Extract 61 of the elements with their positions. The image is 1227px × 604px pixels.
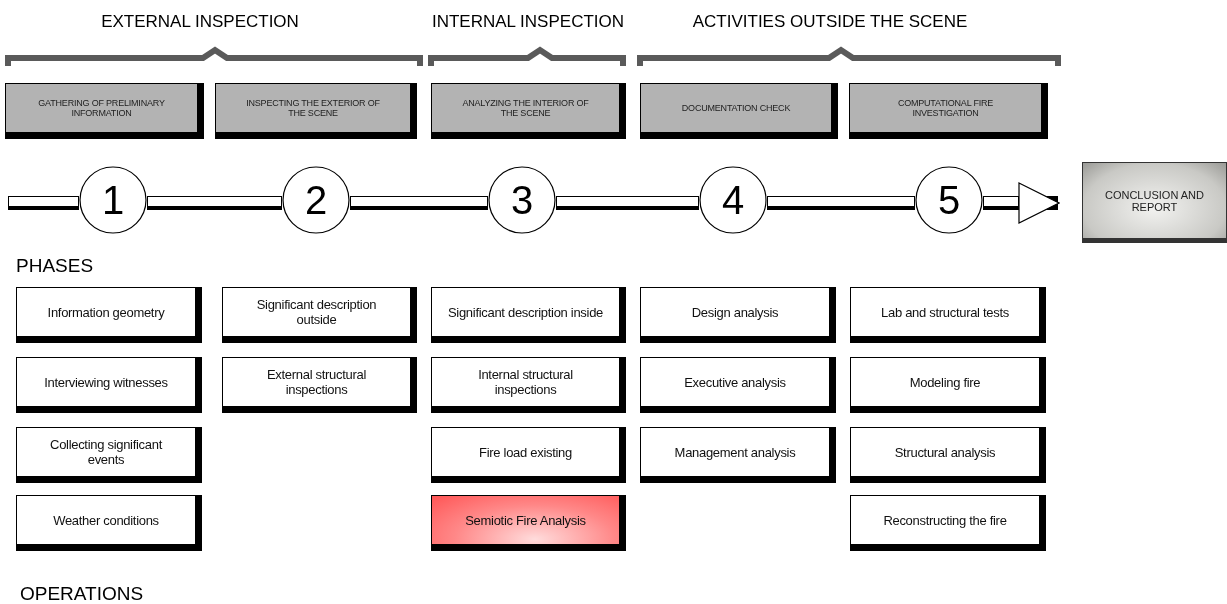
operation-box xyxy=(850,495,1046,551)
operation-box xyxy=(16,427,202,483)
operation-box xyxy=(431,427,626,483)
box-label: Semiotic Fire Analysis xyxy=(464,512,587,528)
box-label: Information geometry xyxy=(46,304,166,320)
box-label: Management analysis xyxy=(673,444,797,460)
operation-box xyxy=(431,287,626,343)
operation-box xyxy=(850,357,1046,413)
step-circle xyxy=(915,166,983,234)
operation-box xyxy=(850,427,1046,483)
step-number: 4 xyxy=(721,177,745,223)
step-circle xyxy=(282,166,350,234)
step-number: 5 xyxy=(937,177,961,223)
phase-box xyxy=(640,83,838,139)
phase-box xyxy=(5,83,204,139)
conclusion-box xyxy=(1082,162,1227,243)
box-label: Collecting significant events xyxy=(49,437,164,467)
group-heading: EXTERNAL INSPECTION xyxy=(101,11,299,32)
box-label: Executive analysis xyxy=(683,374,787,390)
box-label: CONCLUSION AND REPORT xyxy=(1104,188,1205,213)
box-label: Internal structural inspections xyxy=(477,367,574,397)
step-number: 1 xyxy=(101,177,125,223)
group-heading: ACTIVITIES OUTSIDE THE SCENE xyxy=(692,11,968,32)
box-label: Structural analysis xyxy=(893,444,997,460)
box-label: Weather conditions xyxy=(52,512,160,528)
box-label: COMPUTATIONAL FIRE INVESTIGATION xyxy=(896,98,995,118)
step-number: 2 xyxy=(304,177,328,223)
box-label: Reconstructing the fire xyxy=(882,512,1008,528)
phase-box xyxy=(215,83,417,139)
highlighted-operation-box xyxy=(431,495,626,551)
box-label: GATHERING OF PRELIMINARY INFORMATION xyxy=(37,98,166,118)
operation-box xyxy=(16,357,202,413)
step-number: 3 xyxy=(510,177,534,223)
phase-box xyxy=(431,83,626,139)
box-label: DOCUMENTATION CHECK xyxy=(680,103,792,113)
box-label: Interviewing witnesses xyxy=(43,374,169,390)
box-label: ANALYZING THE INTERIOR OF THE SCENE xyxy=(461,98,590,118)
operation-box xyxy=(850,287,1046,343)
operation-box xyxy=(640,427,836,483)
step-circle xyxy=(79,166,147,234)
operation-box xyxy=(640,287,836,343)
operation-box xyxy=(16,495,202,551)
step-circle xyxy=(699,166,767,234)
operation-box xyxy=(222,287,417,343)
box-label: Significant description inside xyxy=(446,304,604,320)
operation-box xyxy=(431,357,626,413)
operation-box xyxy=(640,357,836,413)
operation-box xyxy=(222,357,417,413)
phase-box xyxy=(849,83,1048,139)
section-heading: PHASES xyxy=(16,254,94,277)
box-label: Lab and structural tests xyxy=(880,304,1010,320)
box-label: External structural inspections xyxy=(265,367,368,397)
box-label: Fire load existing xyxy=(478,444,573,460)
box-label: Modeling fire xyxy=(908,374,982,390)
box-label: INSPECTING THE EXTERIOR OF THE SCENE xyxy=(245,98,381,118)
operation-box xyxy=(16,287,202,343)
step-circle xyxy=(488,166,556,234)
box-label: Significant description outside xyxy=(255,297,378,327)
box-label: Design analysis xyxy=(690,304,780,320)
group-heading: INTERNAL INSPECTION xyxy=(431,11,625,32)
section-heading: OPERATIONS xyxy=(20,582,144,604)
